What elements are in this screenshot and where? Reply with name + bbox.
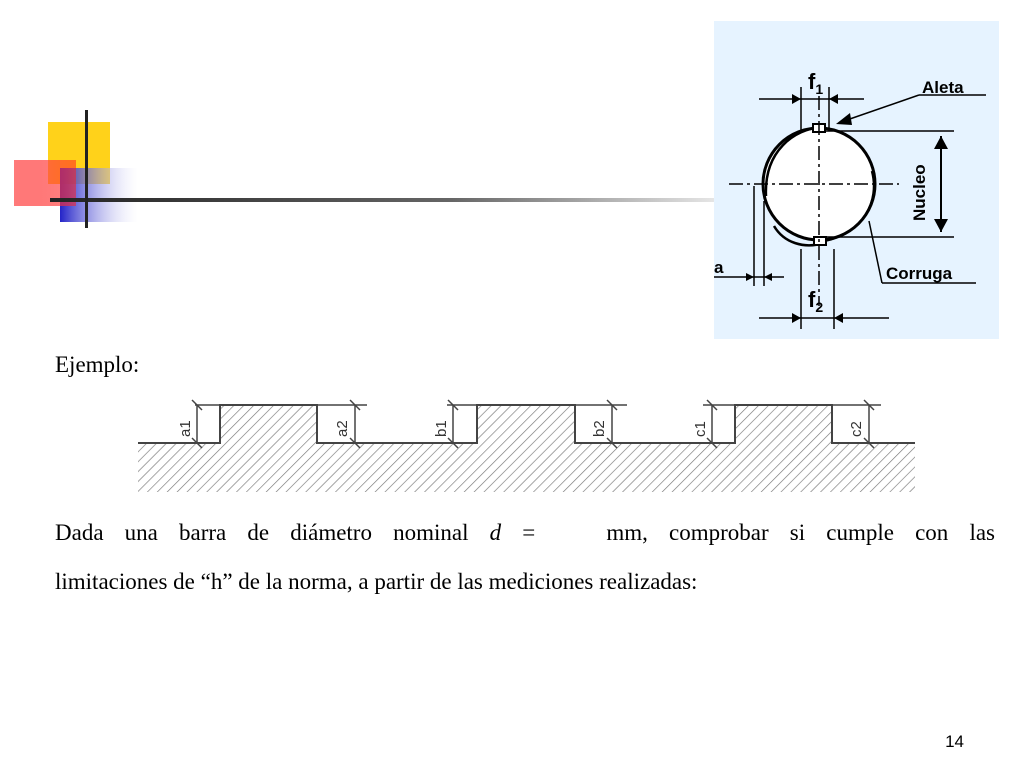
label-b2: b2	[591, 420, 608, 437]
decorative-title-graphic	[14, 110, 720, 228]
paragraph-line-1: Dada una barra de diámetro nominal d = m…	[55, 520, 995, 545]
vertical-rule	[85, 110, 88, 228]
label-b1: b1	[433, 420, 450, 437]
a-label: a	[714, 258, 724, 277]
hatched-profile-body	[138, 405, 915, 492]
page-number: 14	[945, 732, 964, 751]
label-a1: a1	[177, 420, 194, 437]
rebar-cross-section-figure: f1 f2 Aleta Corruga a Nucleo	[714, 21, 999, 339]
bottom-fin	[813, 236, 827, 246]
paragraph-line-2: limitaciones de “h” de la norma, a parti…	[55, 569, 698, 594]
corrugation-profile-diagram: a1 a2 b1 b2 c1 c2	[138, 399, 915, 492]
label-c1: c1	[692, 421, 709, 437]
horizontal-rule	[50, 198, 720, 202]
nucleo-label: Nucleo	[910, 164, 929, 221]
f2-label: f2	[808, 287, 823, 315]
label-a2: a2	[334, 420, 351, 437]
f1-label: f1	[808, 69, 823, 97]
corruga-label: Corruga	[886, 264, 953, 283]
label-c2: c2	[848, 421, 865, 437]
instruction-paragraph: Dada una barra de diámetro nominal d = m…	[55, 508, 995, 606]
example-heading: Ejemplo:	[55, 352, 140, 377]
aleta-label: Aleta	[922, 78, 964, 97]
profile-outline	[138, 404, 915, 444]
